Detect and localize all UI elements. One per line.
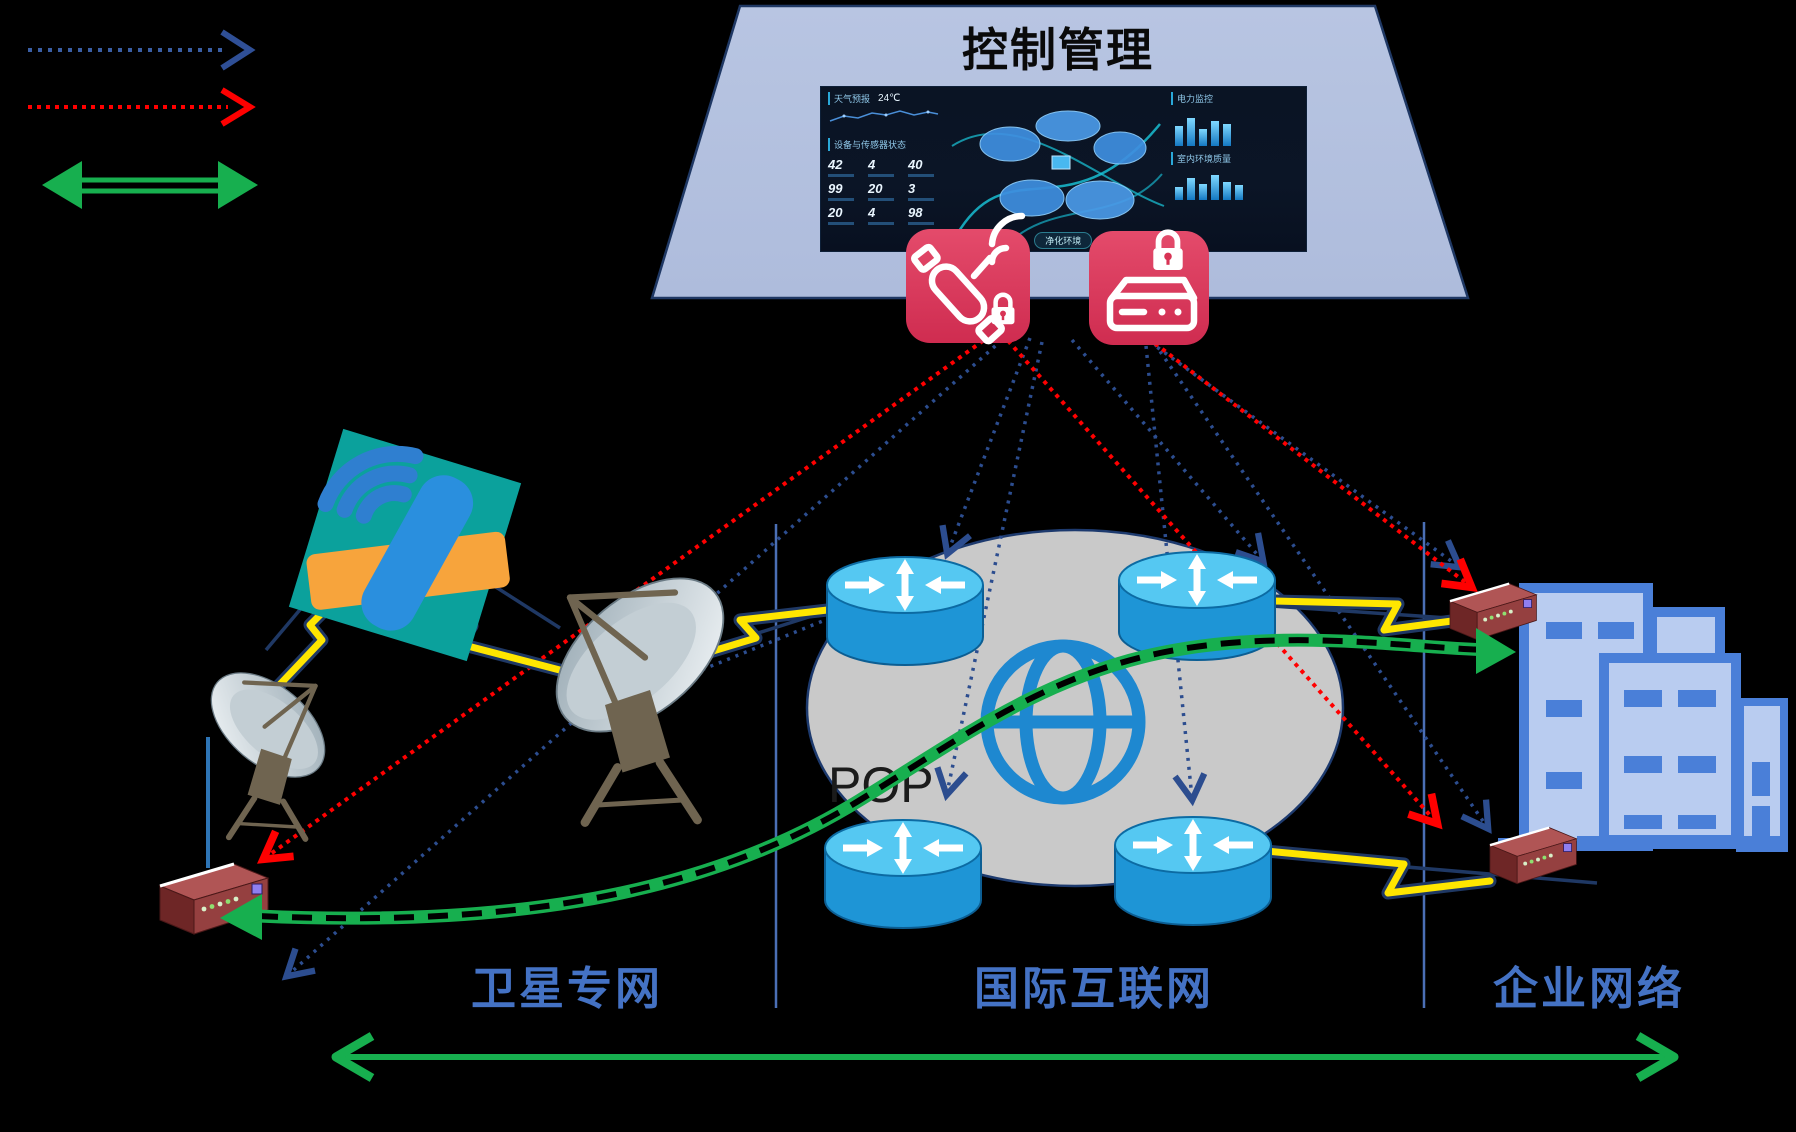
dashboard-right-panel: 电力监控 室内环境质量: [1167, 86, 1307, 252]
power-bar-chart: [1175, 110, 1299, 146]
data-path-arrowhead-right: [1476, 628, 1516, 674]
router-icon-top-left: [826, 556, 984, 666]
end-to-end-arrow: [331, 1032, 1679, 1082]
data-path-arrowhead-left: [220, 894, 262, 940]
management-dashboard-screenshot: 天气预报 24℃ 设备与传感器状态 42 4 40 99 20 3 20 4 9…: [820, 86, 1307, 252]
stat-value: 42: [828, 157, 843, 172]
env-bar-chart: [1175, 170, 1299, 200]
weather-label: 天气预报: [828, 92, 870, 105]
satellite-icon: [288, 428, 522, 662]
legend-security-arrowhead: [220, 87, 256, 127]
weather-sparkline: [829, 110, 939, 122]
zone-label-enterprise: 企业网络: [1492, 963, 1685, 1014]
stat-value: 40: [908, 157, 923, 172]
stat-value: 20: [828, 205, 843, 220]
router-icon-bottom-left: [824, 819, 982, 929]
power-label: 电力监控: [1171, 92, 1299, 105]
device-panel-label: 设备与传感器状态: [828, 138, 942, 151]
stat-value: 4: [868, 205, 876, 220]
legend: [28, 29, 258, 209]
stat-value: 3: [908, 181, 916, 196]
device-stats-grid: 42 4 40 99 20 3 20 4 98: [828, 157, 942, 225]
stat-value: 99: [828, 181, 843, 196]
legend-data-link-arrow: [42, 161, 258, 209]
dish-icon-center: [528, 548, 751, 822]
temperature-value: 24℃: [878, 93, 901, 104]
satellite-lock-icon: [906, 212, 1030, 345]
dish-icon-left: [192, 652, 344, 838]
zone-label-satellite-network: 卫星专网: [470, 963, 663, 1014]
dashboard-3d-map: [948, 86, 1167, 252]
router-icon-bottom-right: [1114, 816, 1272, 926]
env-label: 室内环境质量: [1171, 152, 1299, 165]
data-path: [220, 628, 1516, 940]
dashboard-left-panel: 天气预报 24℃ 设备与传感器状态 42 4 40 99 20 3 20 4 9…: [820, 86, 948, 252]
gateway-lock-icon: [1089, 231, 1209, 345]
stat-value: 20: [868, 181, 883, 196]
stat-value: 98: [908, 205, 923, 220]
zone-label-internet: 国际互联网: [973, 963, 1214, 1014]
stat-value: 4: [868, 157, 876, 172]
buildings-icon: [1498, 583, 1788, 854]
dashboard-button: 净化环境: [1034, 232, 1093, 249]
page-title: 控制管理: [962, 24, 1154, 76]
legend-management-arrowhead: [220, 29, 256, 71]
modem-icon-bottom-right: [1488, 826, 1578, 885]
